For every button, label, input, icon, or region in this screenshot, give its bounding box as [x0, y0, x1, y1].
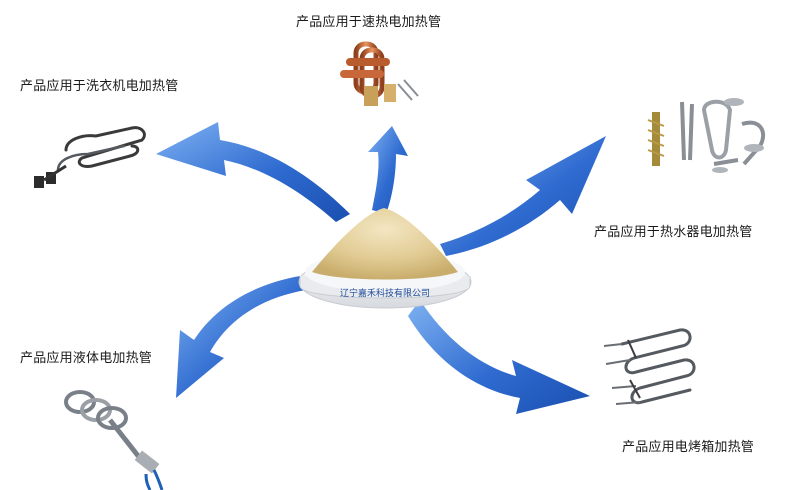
label-water-heater: 产品应用于热水器电加热管	[594, 225, 753, 240]
arrow-to-oven-heater	[408, 300, 590, 414]
washing-machine-heater-image	[34, 126, 146, 188]
arrow-to-water-heater	[440, 136, 606, 256]
powder-dish	[298, 208, 472, 309]
label-oven-heater: 产品应用电烤箱加热管	[622, 440, 755, 455]
liquid-heater-image	[64, 390, 164, 490]
oven-heater-image	[603, 328, 696, 405]
label-liquid-heater: 产品应用液体电加热管	[20, 351, 153, 366]
label-washing-machine-heater: 产品应用于洗衣机电加热管	[20, 79, 179, 94]
label-fast-water-heater: 产品应用于速热电加热管	[296, 15, 442, 30]
arrow-to-fast-heater	[368, 126, 408, 214]
arrow-to-liquid-heater	[176, 276, 306, 398]
water-heater-elements-image	[647, 98, 766, 173]
dish-company-name: 辽宁嘉禾科技有限公司	[340, 287, 430, 299]
copper-coil-heater-image	[340, 41, 419, 106]
arrow-to-washing-machine	[156, 122, 350, 222]
